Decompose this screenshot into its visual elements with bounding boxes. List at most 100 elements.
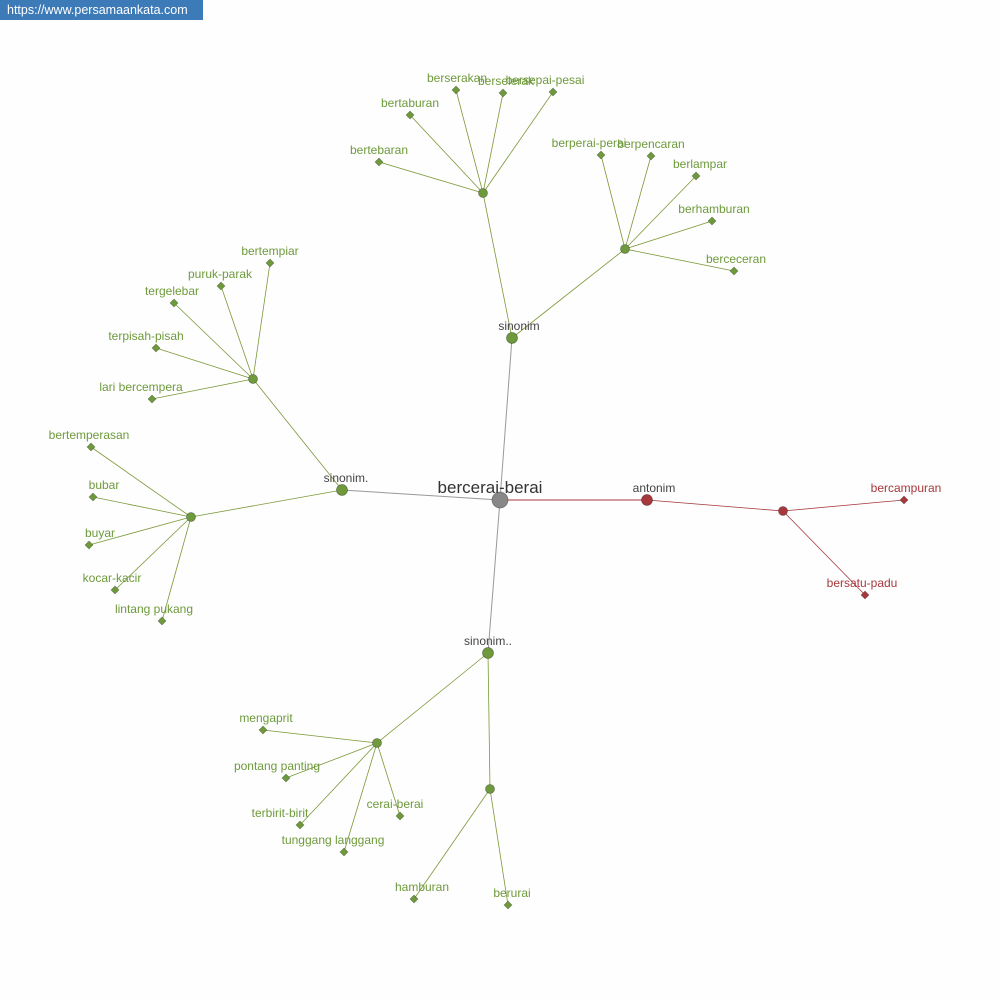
edge-to-berhamburan bbox=[624, 220, 713, 250]
word-node-lintang-pukang bbox=[157, 616, 167, 626]
edge-to-terbirit-birit bbox=[299, 742, 378, 826]
word-label-berurai[interactable]: berurai bbox=[493, 886, 530, 900]
word-node-bertaburan bbox=[405, 110, 415, 120]
edge-to-terpisah-pisah bbox=[155, 347, 254, 380]
edge-to-puruk-parak bbox=[220, 285, 254, 380]
edge-to-cerai-berai bbox=[376, 742, 401, 817]
word-node-berpencaran bbox=[646, 151, 656, 161]
word-label-terbirit-birit[interactable]: terbirit-birit bbox=[252, 806, 309, 820]
edge-to-berserakan bbox=[455, 89, 484, 194]
word-label-pontang-panting[interactable]: pontang panting bbox=[234, 759, 320, 773]
word-label-bertemperasan[interactable]: bertemperasan bbox=[49, 428, 130, 442]
edge-antonim-3-cluster-0 bbox=[646, 499, 784, 512]
word-label-tergelebar[interactable]: tergelebar bbox=[145, 284, 199, 298]
edge-root-to-sinonim-0 bbox=[499, 337, 513, 501]
word-label-puruk-parak[interactable]: puruk-parak bbox=[188, 267, 253, 281]
site-url-banner[interactable]: https://www.persamaankata.com bbox=[0, 0, 203, 20]
word-label-bercampuran[interactable]: bercampuran bbox=[871, 481, 942, 495]
word-node-mengaprit bbox=[258, 725, 268, 735]
edge-to-pontang-panting bbox=[285, 742, 378, 779]
edge-to-berselerak bbox=[482, 92, 504, 194]
edge-to-bersepai-pesai bbox=[482, 91, 554, 194]
word-label-berperai-perai[interactable]: berperai-perai bbox=[552, 136, 627, 150]
relation-node-sinonim-2 bbox=[482, 647, 494, 659]
word-node-tunggang-langgang bbox=[339, 847, 349, 857]
word-label-bubar[interactable]: bubar bbox=[89, 478, 120, 492]
word-label-bersatu-padu[interactable]: bersatu-padu bbox=[827, 576, 898, 590]
edge-sinonim-0-cluster-1 bbox=[511, 248, 626, 339]
word-label-mengaprit[interactable]: mengaprit bbox=[239, 711, 293, 725]
edge-to-berlampar bbox=[624, 175, 697, 250]
word-node-bubar bbox=[88, 492, 98, 502]
edge-to-buyar bbox=[88, 516, 192, 546]
word-node-kocar-kacir bbox=[110, 585, 120, 595]
word-node-bersepai-pesai bbox=[548, 87, 558, 97]
word-label-cerai-berai[interactable]: cerai-berai bbox=[367, 797, 424, 811]
word-node-cerai-berai bbox=[395, 811, 405, 821]
edge-to-bersatu-padu bbox=[782, 510, 866, 596]
edge-to-lari-bercempera bbox=[151, 378, 254, 400]
edge-sinonim-1-cluster-1 bbox=[190, 489, 343, 518]
word-label-bersepai-pesai[interactable]: bersepai-pesai bbox=[506, 73, 585, 87]
graph-nodes bbox=[84, 85, 909, 910]
word-node-berurai bbox=[503, 900, 513, 910]
root-node bbox=[491, 491, 509, 509]
word-node-berceceran bbox=[729, 266, 739, 276]
relation-label-sinonim-2[interactable]: sinonim.. bbox=[464, 634, 512, 648]
word-label-berselerak[interactable]: berselerak bbox=[478, 74, 535, 88]
word-label-terpisah-pisah[interactable]: terpisah-pisah bbox=[108, 329, 183, 343]
root-word-label[interactable]: bercerai-berai bbox=[438, 478, 543, 497]
edge-to-bertempiar bbox=[252, 262, 271, 380]
cluster-node bbox=[485, 784, 495, 794]
word-label-bertaburan[interactable]: bertaburan bbox=[381, 96, 439, 110]
word-node-lari-bercempera bbox=[147, 394, 157, 404]
relation-label-sinonim-1[interactable]: sinonim. bbox=[324, 471, 369, 485]
cluster-node bbox=[478, 188, 488, 198]
word-label-berlampar[interactable]: berlampar bbox=[673, 157, 727, 171]
relation-label-sinonim-0[interactable]: sinonim bbox=[498, 319, 539, 333]
edge-to-mengaprit bbox=[262, 729, 378, 744]
graph-labels: bertebaran bertaburan berserakanberselerak… bbox=[49, 71, 942, 900]
word-label-berceceran[interactable]: berceceran bbox=[706, 252, 766, 266]
word-node-buyar bbox=[84, 540, 94, 550]
word-label-lintang-pukang[interactable]: lintang pukang bbox=[115, 602, 193, 616]
word-node-terpisah-pisah bbox=[151, 343, 161, 353]
word-label-buyar[interactable]: buyar bbox=[85, 526, 115, 540]
word-label-bertebaran[interactable]: bertebaran bbox=[350, 143, 408, 157]
cluster-node bbox=[620, 244, 630, 254]
relation-node-antonim-3 bbox=[641, 494, 653, 506]
word-node-berselerak bbox=[498, 88, 508, 98]
relation-node-sinonim-1 bbox=[336, 484, 348, 496]
word-node-bertebaran bbox=[374, 157, 384, 167]
edge-to-lintang-pukang bbox=[161, 516, 192, 622]
edge-to-berpencaran bbox=[624, 155, 652, 250]
edge-to-hamburan bbox=[413, 788, 491, 900]
word-label-kocar-kacir[interactable]: kocar-kacir bbox=[83, 571, 142, 585]
word-label-bertempiar[interactable]: bertempiar bbox=[241, 244, 298, 258]
word-node-bertemperasan bbox=[86, 442, 96, 452]
word-node-puruk-parak bbox=[216, 281, 226, 291]
word-label-berhamburan[interactable]: berhamburan bbox=[678, 202, 749, 216]
word-label-berpencaran[interactable]: berpencaran bbox=[617, 137, 684, 151]
word-node-bertempiar bbox=[265, 258, 275, 268]
cluster-node bbox=[372, 738, 382, 748]
word-label-hamburan[interactable]: hamburan bbox=[395, 880, 449, 894]
word-label-lari-bercempera[interactable]: lari bercempera bbox=[99, 380, 183, 394]
edge-to-kocar-kacir bbox=[114, 516, 192, 591]
edge-to-berceceran bbox=[624, 248, 735, 272]
edge-sinonim-2-cluster-0 bbox=[376, 652, 489, 744]
edge-to-bercampuran bbox=[782, 499, 905, 512]
relation-label-antonim-3[interactable]: antonim bbox=[633, 481, 676, 495]
word-label-tunggang-langgang[interactable]: tunggang langgang bbox=[282, 833, 385, 847]
edge-sinonim-2-cluster-1 bbox=[487, 652, 491, 790]
word-node-terbirit-birit bbox=[295, 820, 305, 830]
graph-edges bbox=[88, 89, 905, 906]
word-label-berserakan[interactable]: berserakan bbox=[427, 71, 487, 85]
cluster-node bbox=[186, 512, 196, 522]
relation-node-sinonim-0 bbox=[506, 332, 518, 344]
edge-to-bertebaran bbox=[378, 161, 484, 194]
edge-root-to-sinonim-1 bbox=[341, 489, 501, 501]
word-node-berperai-perai bbox=[596, 150, 606, 160]
word-node-berlampar bbox=[691, 171, 701, 181]
